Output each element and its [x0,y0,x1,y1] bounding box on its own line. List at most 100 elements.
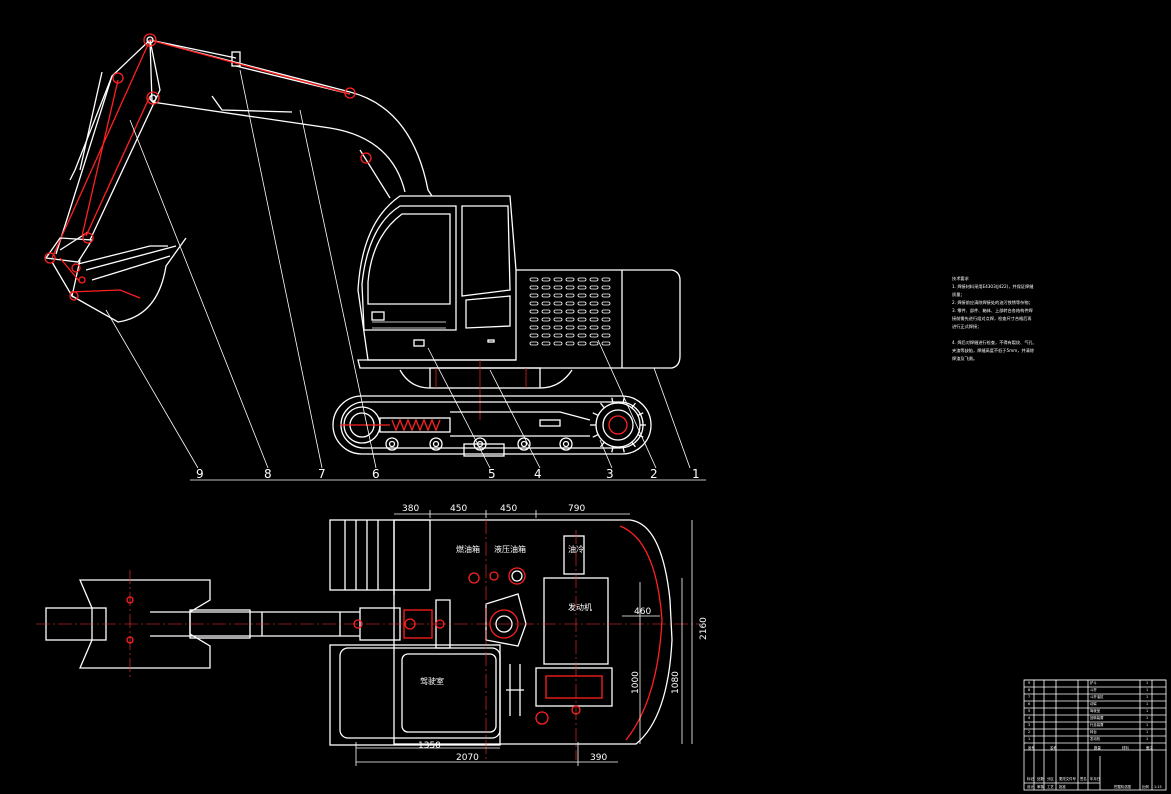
sprocket-tooth [611,397,614,404]
vent-slot [601,309,611,314]
sprocket-tooth [637,433,644,438]
sprocket-tooth [600,402,605,409]
vent-slot [589,309,599,314]
bom-header: 序号 名称 数量 材料 备注 [1028,745,1153,750]
vent-grille [529,277,611,346]
bom-no-1: 1 [1028,737,1030,741]
part-number-5: 5 [488,467,496,481]
pins [44,33,372,301]
vent-slot [541,301,551,306]
vent-slot [529,301,539,306]
track-roller [517,437,531,451]
rev-count: 处数 [1037,776,1044,781]
cab [357,195,517,361]
vent-slot [577,301,587,306]
tb-design: 设计 [1027,784,1034,789]
vent-slot [553,325,563,330]
dim-right-2: 1080 [671,671,681,694]
bom-qty-3: 1 [1146,723,1148,727]
bom-header-material: 材料 [1122,745,1129,750]
side-view: 1 2 3 4 5 6 7 8 9 [44,33,706,481]
part-number-1: 1 [692,467,700,481]
part-number-6: 6 [372,467,380,481]
track-roller-hub [388,440,396,448]
vent-slot [553,277,563,282]
track-roller [429,437,443,451]
bom-no-7: 7 [1028,695,1030,699]
vent-slot [565,325,575,330]
vent-slot [601,325,611,330]
vent-slot [577,341,587,346]
vent-slot [589,333,599,338]
vent-slot [577,285,587,290]
bom-header-remark: 备注 [1146,745,1153,750]
bom-name-9: 铲斗 [1090,680,1097,685]
vent-slot [589,341,599,346]
vent-slot [577,309,587,314]
vent-slot [589,293,599,298]
tb-scale-label: 比例 [1142,784,1149,789]
vent-slot [577,333,587,338]
turntable [399,360,573,420]
bom-name-8: 斗杆 [1090,687,1097,692]
tb-drawing-title: 挖掘机总图 [1114,784,1132,789]
notes-line-1: 1. 焊接材料采用E4303(J422)，并保证焊缝 [952,283,1034,290]
vent-slot [529,325,539,330]
dim-bottom-3: 390 [590,753,607,763]
bom-no-6: 6 [1028,702,1030,706]
sprocket-tooth [622,446,625,453]
part-number-2: 2 [650,467,658,481]
dim-side: 460 [634,607,651,617]
dim-bottom-2: 2070 [456,753,479,763]
vent-slot [553,317,563,322]
vent-slot [529,285,539,290]
bom-no-4: 4 [1028,716,1030,720]
dimensions: 380 450 450 790 2160 1080 1000 460 1350 … [355,504,709,766]
vent-slot [529,341,539,346]
bom-no-8: 8 [1028,688,1030,692]
vent-slot [601,333,611,338]
notes-line-5: 接前需先进行组对点焊，检查尺寸合格后再 [952,315,1032,322]
vent-slot [565,341,575,346]
bom-name-6: 动臂 [1090,701,1097,706]
sprocket-tooth [637,412,644,417]
notes-line-9: 焊渣及飞溅。 [952,355,977,362]
bom-rows: 9 铲斗 1 8 斗杆 1 7 斗杆油缸 1 6 动臂 1 5 驾驶室 1 4 … [1028,680,1148,741]
rev-date: 年月日 [1090,776,1100,781]
bom-qty-8: 1 [1146,688,1148,692]
vent-slot [577,325,587,330]
part-number-8: 8 [264,467,272,481]
part-number-7: 7 [318,467,326,481]
vent-slot [541,277,551,282]
vent-slot [565,333,575,338]
vent-slot [577,293,587,298]
revision-row: 标记 处数 分区 更改文件号 签名 年月日 设计 审核 工艺 批准 挖掘机总图 … [1027,776,1162,789]
stick [51,39,161,259]
vent-slot [589,301,599,306]
bom-qty-9: 1 [1146,681,1148,685]
vent-slot [577,317,587,322]
rev-sign: 签名 [1080,776,1087,781]
label-cab: 驾驶室 [420,676,444,686]
bom-no-2: 2 [1028,730,1030,734]
tb-scale-value: 1:15 [1154,785,1162,789]
part-number-3: 3 [606,467,614,481]
leader-lines [105,69,706,481]
vent-slot [541,317,551,322]
sprocket-tooth [600,441,605,448]
bom-qty-1: 1 [1146,737,1148,741]
vent-slot [589,277,599,282]
dim-right-1: 2160 [699,617,709,640]
vent-slot [553,341,563,346]
bom-no-9: 9 [1028,681,1030,685]
bom-header-no: 序号 [1028,745,1035,750]
sprocket-tooth [611,446,614,453]
dim-right-3: 1000 [631,671,641,694]
bom-no-3: 3 [1028,723,1030,727]
bom-header-qty: 数量 [1094,745,1101,750]
label-hydraulic-tank: 液压油箱 [494,544,526,554]
vent-slot [529,309,539,314]
vent-slot [565,285,575,290]
track [332,395,652,457]
